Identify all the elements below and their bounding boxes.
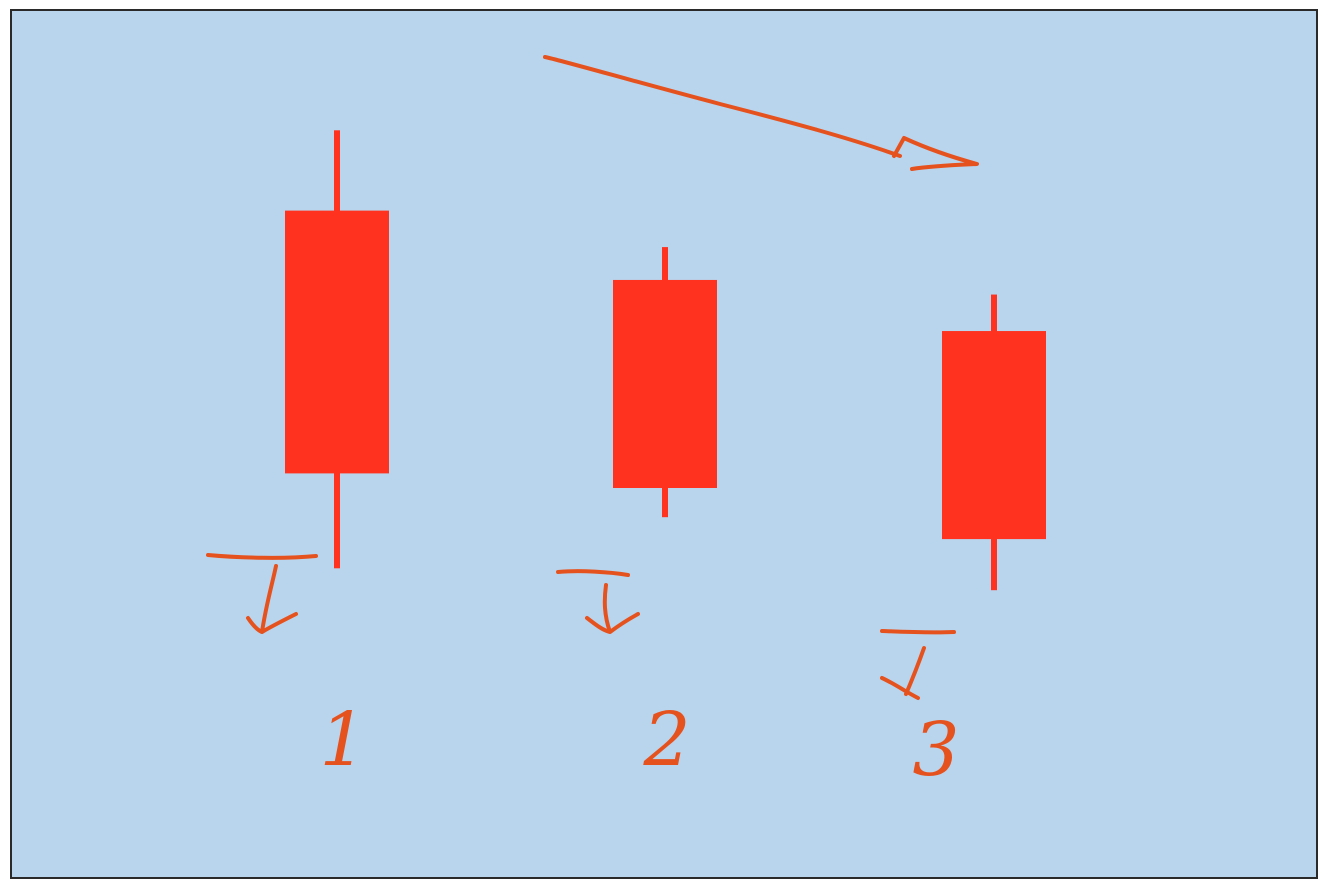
down-arrow-icon <box>585 583 640 634</box>
annotations-layer <box>206 55 979 700</box>
down-arrow-icon <box>880 646 926 700</box>
candles-layer <box>285 130 1046 591</box>
candle-body <box>613 279 717 488</box>
labels-layer: 1 2 3 <box>319 697 959 793</box>
candle-3 <box>942 294 1046 591</box>
candle-label: 3 <box>912 707 959 793</box>
candle-label: 2 <box>642 697 690 783</box>
trend-arrowhead <box>892 136 979 171</box>
downward-trend-arrow <box>543 55 902 158</box>
candle-2 <box>613 247 717 518</box>
down-arrow-icon <box>246 564 298 634</box>
candle-label: 1 <box>319 697 366 783</box>
candle-body <box>942 331 1046 540</box>
close-marker-line-3 <box>880 629 956 635</box>
chart-frame <box>10 9 1318 879</box>
close-marker-line-1 <box>206 553 318 560</box>
close-marker-line-2 <box>556 569 630 577</box>
candle-1 <box>285 130 389 569</box>
candle-body <box>285 210 389 474</box>
